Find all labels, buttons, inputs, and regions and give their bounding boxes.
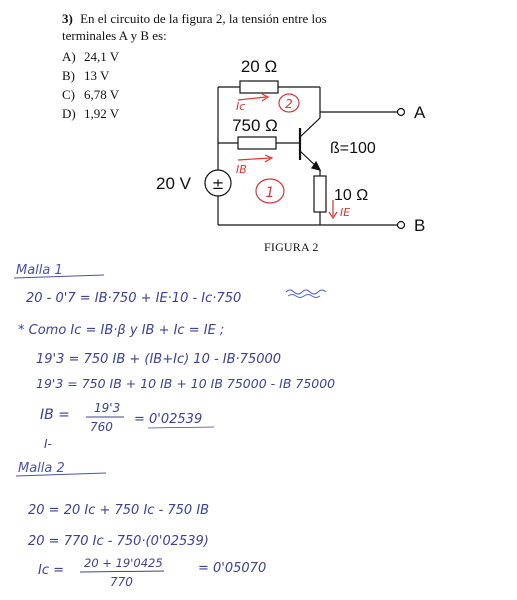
eq-2: * Como Ic = IB·β y IB + Ic = IE ;	[18, 323, 224, 338]
voltage-source	[204, 169, 232, 197]
label-mesh-1: 1	[266, 185, 275, 201]
option-b: B) 13 V	[62, 68, 109, 84]
eq-1: 20 - 0'7 = IB·750 + IE·10 - Ic·750	[26, 291, 241, 306]
transistor-collector	[299, 117, 321, 138]
question-number: 3)	[62, 11, 73, 26]
label-r-base: 750 Ω	[232, 116, 278, 135]
handwritten-notes: Malla 1 20 - 0'7 = IB·750 + IE·10 - Ic·7…	[13, 263, 335, 589]
question-text: 3) En el circuito de la figura 2, la ten…	[62, 10, 362, 44]
figure-caption: FIGURA 2	[264, 240, 319, 254]
label-source: 20 V	[156, 174, 192, 193]
resistor-20	[239, 80, 279, 94]
emitter-arrow	[311, 160, 322, 171]
eq-5-res: = 0'02539	[134, 412, 202, 427]
eq-9-num: 20 + 19'0425	[84, 556, 163, 570]
eq-9-den: 770	[110, 575, 133, 589]
arrow-ic-head	[261, 93, 270, 102]
label-r-top: 20 Ω	[241, 57, 277, 76]
label-ib: IB	[236, 163, 247, 176]
eq-8: 20 = 770 Ic - 750·(0'02539)	[28, 534, 209, 549]
eq-6: I-	[44, 437, 52, 451]
eq-7: 20 = 20 Ic + 750 Ic - 750 IB	[28, 503, 209, 518]
eq-5-den: 760	[90, 420, 113, 434]
option-value: 1,92 V	[84, 106, 120, 121]
option-d: D) 1,92 V	[62, 106, 119, 122]
mesh2-underline	[15, 472, 107, 477]
arrow-ib	[237, 157, 271, 161]
resistor-10	[313, 175, 327, 213]
option-letter: A)	[62, 49, 76, 64]
arrow-ie-head	[328, 211, 338, 220]
label-ie: IE	[340, 206, 350, 219]
option-value: 24,1 V	[84, 49, 120, 64]
label-terminal-b: B	[414, 216, 425, 235]
option-letter: B)	[62, 68, 75, 83]
option-letter: C)	[62, 87, 75, 102]
terminal-b-dot	[396, 220, 406, 230]
mesh-2-circle	[278, 93, 300, 113]
option-c: C) 6,78 V	[62, 87, 119, 103]
eq-4: 19'3 = 750 IB + 10 IB + 10 IB 75000 - IB…	[36, 376, 335, 391]
eq-5-lhs: IB =	[40, 407, 70, 423]
label-terminal-a: A	[414, 103, 426, 122]
mesh1-underline	[13, 274, 105, 279]
label-ic: Ic	[236, 100, 245, 113]
resistor-750	[237, 136, 277, 150]
arrow-ib-head	[264, 154, 274, 163]
source-symbol: ±	[212, 175, 225, 193]
label-beta: ß=100	[330, 140, 376, 157]
label-mesh-2: 2	[285, 97, 293, 111]
eq-9-res: = 0'05070	[198, 561, 266, 576]
label-r-emitter: 10 Ω	[334, 187, 368, 204]
scribble: (tachado)	[284, 289, 327, 298]
eq-9-fraction-bar	[79, 570, 165, 573]
circuit-diagram: ± 20 Ω 750 Ω ß=100 10 Ω 20 V A B Ic IB I…	[156, 57, 426, 235]
eq-3: 19'3 = 750 IB + (IB+Ic) 10 - IB·75000	[36, 352, 281, 367]
option-letter: D)	[62, 106, 76, 121]
eq-5-underline	[147, 426, 215, 429]
mesh-1-circle	[255, 178, 285, 204]
eq-9-lhs: Ic =	[38, 563, 64, 578]
question-body: En el circuito de la figura 2, la tensió…	[62, 11, 327, 43]
option-a: A) 24,1 V	[62, 49, 119, 65]
option-value: 6,78 V	[84, 87, 120, 102]
arrow-ic	[237, 96, 267, 101]
terminal-a-dot	[396, 107, 406, 117]
mesh1-title: Malla 1	[16, 263, 63, 278]
scribble-mark	[285, 289, 327, 298]
option-value: 13 V	[84, 68, 110, 83]
mesh2-title: Malla 2	[18, 461, 65, 476]
eq-5-num: 19'3	[94, 401, 120, 415]
